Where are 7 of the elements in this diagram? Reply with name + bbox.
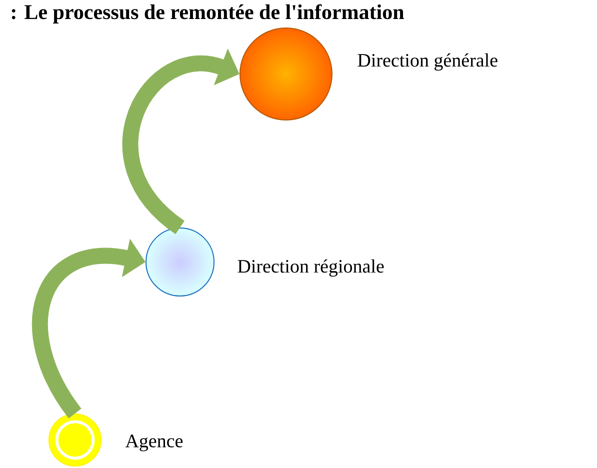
circle-node [48,413,102,466]
node-label: Direction régionale [238,259,384,277]
node-label: Direction générale [358,53,498,71]
circle-node [240,28,332,120]
circle-node [146,228,214,296]
node-label: Agence [125,434,183,452]
title: : Le processus de remontée de l'information [12,4,404,24]
